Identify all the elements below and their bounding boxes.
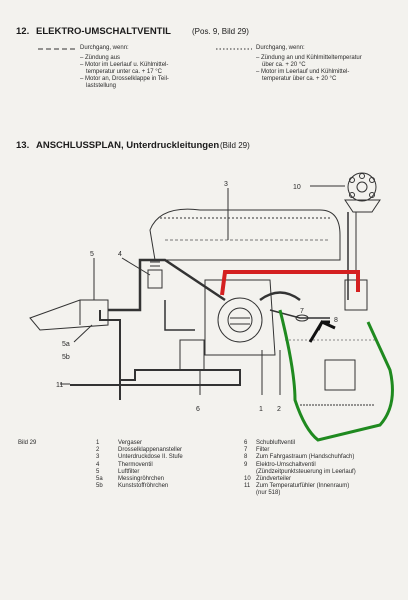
engine-block [149,208,341,261]
callout-5a: 5a [62,341,70,348]
carburetor [204,279,276,356]
section-12-number: 12. [16,26,30,37]
sec12-left-heading: Durchgang, wenn: [80,45,129,51]
sec12-left-item: – Motor im Leerlauf u. Kühlmittel- [80,62,169,68]
vacuum-hose-c [70,369,241,386]
vacuum-hose-b [99,310,121,400]
temperature-sensor [324,359,356,391]
sec12-right-item: – Zündung an und Kühlmitteltemperatur [256,55,362,61]
section-12-ref: (Pos. 9, Bild 29) [192,27,249,36]
callout-5: 5 [90,251,94,258]
section-13-ref: (Bild 29) [220,141,250,150]
section-12-title: ELEKTRO-UMSCHALTVENTIL [36,26,171,37]
sec12-right-heading: Durchgang, wenn: [256,45,305,51]
sec12-right-item: – Motor im Leerlauf und Kühlmittel- [256,69,350,75]
callout-11: 11 [56,382,63,389]
callout-3: 3 [224,181,228,188]
legend-item: (nur 518) [256,490,281,497]
section-13-title: ANSCHLUSSPLAN, Unterdruckleitungen [36,140,220,151]
sec12-left-item: temperatur unter ca. + 17 °C [86,69,162,75]
sec12-right-item: über ca. + 20 °C [262,62,306,68]
callout-10: 10 [293,184,301,191]
legend-item: (Zündzeitpunktsteuerung im Leerlauf) [256,468,356,475]
callout-4: 4 [118,251,122,258]
dashed-line-legend [38,48,76,50]
sec12-left-item: – Motor an, Drosselklappe in Teil- [80,76,169,82]
air-filter [29,299,109,331]
section-13-number: 13. [16,140,30,151]
sec12-right-item: temperatur über ca. + 20 °C [262,76,337,82]
green-highlight-loop [278,309,394,442]
vacuum-hose-a [108,258,226,312]
callout-2: 2 [277,406,281,413]
sec12-left-list: – Zündung aus – Motor im Leerlauf u. Küh… [80,55,169,90]
thermo-valve [147,269,163,289]
callout-5b: 5b [62,354,70,361]
callout-8: 8 [334,317,338,324]
filter [295,314,309,322]
callout-6: 6 [196,406,200,413]
dotted-line-legend [216,48,252,50]
throttle-actuator [179,339,205,371]
carburetor-body [217,297,263,343]
figure-label: Bild 29 [18,440,37,446]
distributor-base [344,199,381,213]
red-highlight-line [220,270,360,296]
sec12-right-list: – Zündung an und Kühlmitteltemperatur üb… [256,55,362,83]
callout-7: 7 [300,308,304,315]
black-arrow [308,320,336,343]
sec12-left-item: – Zündung aus [80,55,121,61]
callout-1: 1 [259,406,263,413]
sec12-left-item: laststellung [86,83,117,89]
